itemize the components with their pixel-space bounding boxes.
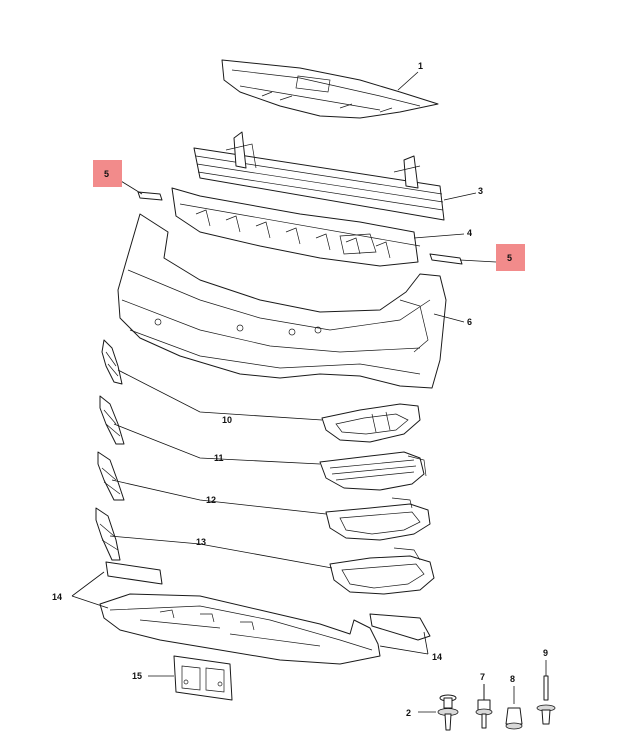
callout-2: 2 — [406, 708, 411, 718]
callout-12: 12 — [206, 495, 216, 505]
left-bracket-10 — [101, 339, 123, 385]
leader-14-right-b — [423, 631, 429, 655]
leader-1 — [397, 71, 419, 91]
left-bracket-11 — [99, 395, 125, 445]
part-2-push-pin — [437, 694, 459, 731]
callout-3: 3 — [478, 186, 483, 196]
callout-14-right: 14 — [432, 652, 442, 662]
part-9-rivet — [536, 660, 556, 725]
leader-14-right — [379, 645, 429, 655]
callout-13: 13 — [196, 537, 206, 547]
callout-5-left-highlight — [93, 160, 122, 187]
callout-6: 6 — [467, 317, 472, 327]
callout-5-left: 5 — [104, 169, 109, 179]
part-5-clip-left — [137, 191, 163, 201]
callout-14-left: 14 — [52, 592, 62, 602]
part-12-grille — [325, 497, 431, 541]
callout-8: 8 — [510, 674, 515, 684]
part-8-nut — [505, 686, 523, 730]
part-10-fog-bezel — [321, 403, 421, 443]
callout-15: 15 — [132, 671, 142, 681]
leader-5-right — [459, 259, 497, 263]
part-3-reinforcement-beam — [193, 131, 445, 221]
part-5-clip-right — [429, 253, 463, 265]
leader-11 — [113, 423, 321, 465]
leader-3 — [443, 192, 477, 201]
part-4-energy-absorber — [171, 187, 421, 267]
callout-9: 9 — [543, 648, 548, 658]
callout-1: 1 — [418, 61, 423, 71]
leader-4 — [413, 233, 465, 239]
leader-12 — [111, 479, 327, 515]
callout-7: 7 — [480, 672, 485, 682]
part-14-lower-shield — [99, 561, 431, 665]
leader-14-left — [71, 595, 109, 609]
part-7-screw — [475, 684, 493, 729]
leader-13 — [109, 535, 333, 569]
left-bracket-12 — [97, 451, 125, 501]
callout-11: 11 — [214, 453, 224, 463]
part-6-bumper-fascia — [117, 213, 447, 389]
callout-4: 4 — [467, 228, 472, 238]
part-13-lower-grille — [329, 547, 435, 595]
part-11-grille — [319, 451, 427, 491]
leader-14-left-b — [71, 571, 105, 597]
callout-5-right: 5 — [507, 253, 512, 263]
part-1-upper-shield — [221, 59, 439, 119]
part-15-license-bracket — [173, 655, 233, 701]
leader-6 — [433, 313, 465, 323]
callout-5-right-highlight — [496, 244, 525, 271]
leader-10 — [117, 369, 323, 421]
left-bracket-13 — [95, 507, 121, 561]
callout-10: 10 — [222, 415, 232, 425]
